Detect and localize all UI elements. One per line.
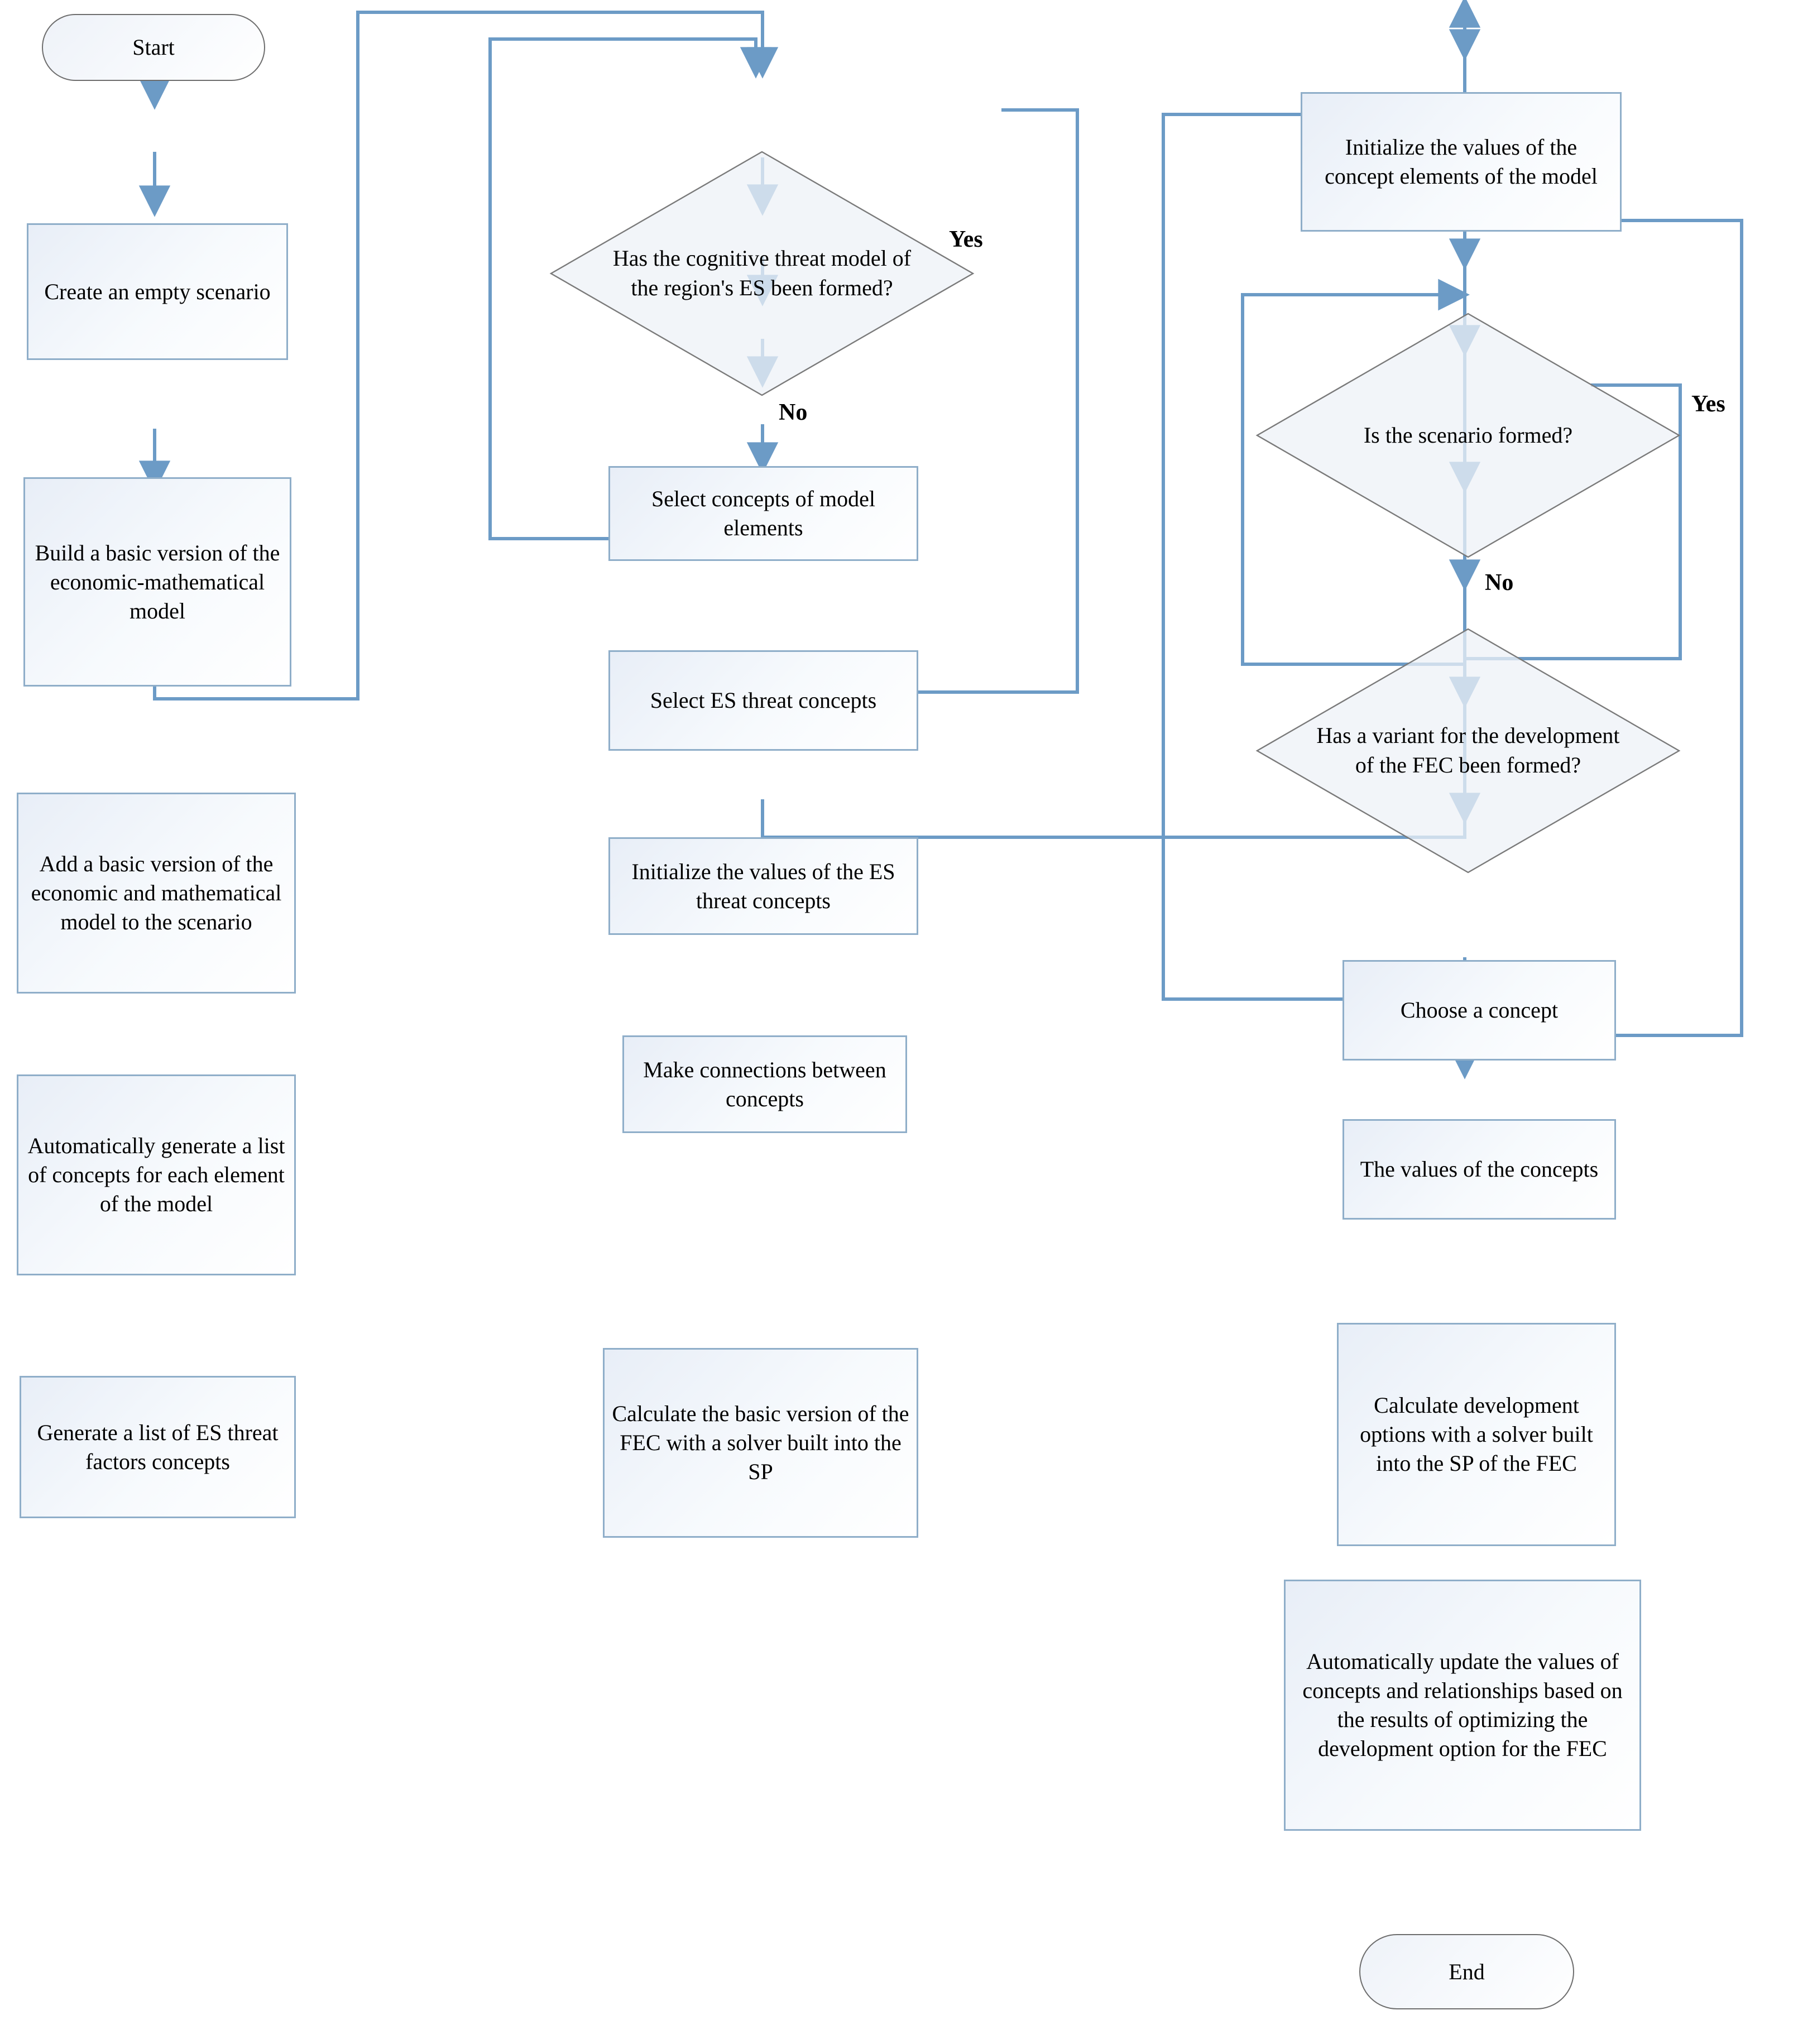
edge-label-cognitive-no: No: [779, 400, 808, 425]
node-add-basic-model-label: Add a basic version of the economic and …: [31, 851, 282, 934]
node-make-connections-label: Make connections between concepts: [643, 1057, 886, 1111]
node-calculate-basic-fec-label: Calculate the basic version of the FEC w…: [612, 1401, 909, 1484]
node-end-label: End: [1449, 1959, 1485, 1984]
node-generate-threat-concepts[interactable]: Generate a list of ES threat factors con…: [20, 1376, 296, 1518]
node-end[interactable]: End: [1359, 1934, 1574, 2009]
node-scenario-formed-label: Is the scenario formed?: [1363, 422, 1573, 448]
node-select-model-concepts[interactable]: Select concepts of model elements: [608, 466, 918, 561]
decision-shape: [1255, 313, 1681, 558]
node-select-es-threat-concepts[interactable]: Select ES threat concepts: [608, 650, 918, 751]
node-variant-formed-label: Has a variant for the development of the…: [1316, 723, 1620, 778]
node-auto-generate-concepts-label: Automatically generate a list of concept…: [27, 1133, 285, 1216]
edge-label-cognitive-yes: Yes: [949, 227, 983, 252]
node-init-es-threat-values-label: Initialize the values of the ES threat c…: [631, 858, 895, 913]
node-choose-concept[interactable]: Choose a concept: [1342, 960, 1616, 1061]
node-build-basic-model-label: Build a basic version of the economic-ma…: [35, 540, 280, 623]
node-choose-concept-label: Choose a concept: [1400, 997, 1559, 1023]
node-add-basic-model[interactable]: Add a basic version of the economic and …: [17, 793, 296, 994]
node-calculate-dev-options[interactable]: Calculate development options with a sol…: [1337, 1323, 1616, 1546]
node-init-es-threat-values[interactable]: Initialize the values of the ES threat c…: [608, 837, 918, 935]
node-cognitive-model-formed-label: Has the cognitive threat model of the re…: [612, 246, 912, 300]
edge-label-scenario-yes: Yes: [1691, 391, 1725, 417]
node-init-concept-values-label: Initialize the values of the concept ele…: [1325, 135, 1598, 189]
node-select-model-concepts-label: Select concepts of model elements: [651, 486, 875, 540]
node-make-connections[interactable]: Make connections between concepts: [622, 1035, 907, 1133]
node-create-empty-scenario-label: Create an empty scenario: [44, 279, 271, 304]
node-start[interactable]: Start: [42, 14, 265, 81]
decision-shape: [1255, 628, 1681, 874]
node-auto-update-values[interactable]: Automatically update the values of conce…: [1284, 1580, 1641, 1831]
decision-shape: [549, 151, 975, 396]
node-create-empty-scenario[interactable]: Create an empty scenario: [27, 223, 288, 360]
node-cognitive-model-formed[interactable]: Has the cognitive threat model of the re…: [549, 151, 975, 396]
node-start-label: Start: [132, 35, 175, 60]
node-scenario-formed[interactable]: Is the scenario formed?: [1255, 313, 1681, 558]
node-variant-formed[interactable]: Has a variant for the development of the…: [1255, 628, 1681, 874]
node-auto-update-values-label: Automatically update the values of conce…: [1302, 1649, 1623, 1761]
edge-label-scenario-no: No: [1485, 570, 1514, 596]
node-init-concept-values[interactable]: Initialize the values of the concept ele…: [1301, 92, 1622, 232]
node-auto-generate-concepts[interactable]: Automatically generate a list of concept…: [17, 1074, 296, 1275]
node-values-of-concepts[interactable]: The values of the concepts: [1342, 1119, 1616, 1220]
node-calculate-basic-fec[interactable]: Calculate the basic version of the FEC w…: [603, 1348, 918, 1538]
node-calculate-dev-options-label: Calculate development options with a sol…: [1360, 1393, 1593, 1476]
node-select-es-threat-concepts-label: Select ES threat concepts: [650, 688, 877, 713]
node-generate-threat-concepts-label: Generate a list of ES threat factors con…: [37, 1419, 279, 1474]
node-build-basic-model[interactable]: Build a basic version of the economic-ma…: [23, 477, 291, 687]
node-values-of-concepts-label: The values of the concepts: [1360, 1157, 1599, 1182]
